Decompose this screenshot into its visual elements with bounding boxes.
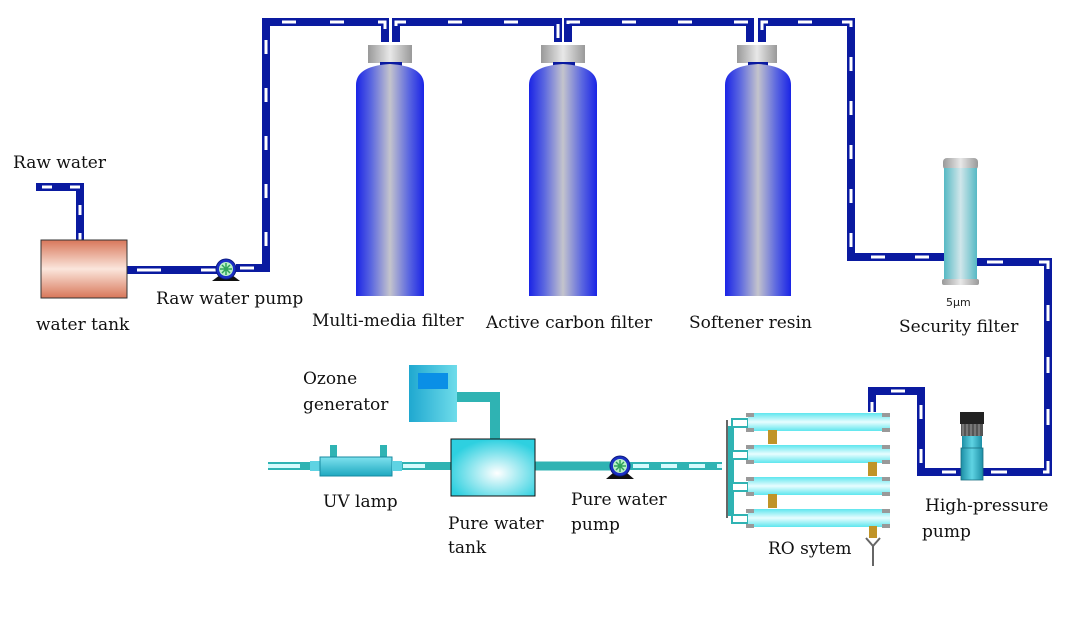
label-ro-system: RO sytem bbox=[768, 539, 852, 559]
ro-membrane-tubes bbox=[746, 413, 890, 528]
label-softener-resin: Softener resin bbox=[689, 313, 812, 333]
label-active-carbon-filter: Active carbon filter bbox=[486, 313, 653, 333]
pure-water-tank bbox=[450, 438, 536, 497]
label-pure-water-pump-line2: pump bbox=[571, 515, 620, 535]
ro-membrane-tube bbox=[748, 445, 890, 463]
ozone-generator-box bbox=[409, 365, 457, 422]
ro-membrane-tube bbox=[748, 509, 890, 527]
pipe-vessel1-to-vessel2 bbox=[392, 18, 562, 42]
ro-end-cap bbox=[746, 460, 754, 464]
ro-end-cap bbox=[882, 524, 890, 528]
ro-end-cap bbox=[882, 445, 890, 449]
high-pressure-pump-icon bbox=[960, 412, 984, 481]
ro-end-cap bbox=[746, 445, 754, 449]
label-uv-lamp: UV lamp bbox=[323, 492, 398, 512]
label-raw-water-pump: Raw water pump bbox=[156, 289, 304, 309]
security-filter-cartridge bbox=[942, 158, 979, 285]
ro-end-cap bbox=[746, 413, 754, 417]
ro-end-cap bbox=[746, 509, 754, 513]
ro-end-cap bbox=[746, 524, 754, 528]
pipe-hp-pump-to-ro bbox=[868, 387, 962, 476]
ro-end-cap bbox=[882, 509, 890, 513]
label-high-pressure-pump-line2: pump bbox=[922, 522, 971, 542]
label-raw-water: Raw water bbox=[13, 153, 106, 173]
active-carbon-filter-vessel bbox=[529, 45, 597, 296]
raw-water-pump-icon bbox=[212, 258, 240, 281]
label-pure-water-tank-line2: tank bbox=[448, 538, 487, 558]
pipe-security-to-hp-pump bbox=[977, 258, 1052, 476]
ro-end-cap bbox=[882, 460, 890, 464]
ro-membrane-tube bbox=[748, 413, 890, 431]
water-tank bbox=[40, 239, 128, 299]
pipe-raw-water-inlet bbox=[36, 183, 84, 240]
ro-system-rack bbox=[726, 413, 890, 566]
ro-end-cap bbox=[882, 492, 890, 496]
pipe-vessel2-to-vessel3 bbox=[564, 18, 754, 42]
label-high-pressure-pump-line1: High-pressure bbox=[925, 496, 1049, 516]
label-ozone-generator-line1: Ozone bbox=[303, 369, 358, 389]
ro-membrane-tube bbox=[748, 477, 890, 495]
ro-end-cap bbox=[746, 492, 754, 496]
ro-end-cap bbox=[746, 477, 754, 481]
ro-end-cap bbox=[882, 477, 890, 481]
ro-end-cap bbox=[746, 428, 754, 432]
label-ozone-generator-line2: generator bbox=[303, 395, 389, 415]
label-water-tank: water tank bbox=[36, 315, 130, 335]
multi-media-filter-vessel bbox=[356, 45, 424, 296]
label-security-filter: Security filter bbox=[899, 317, 1019, 337]
pipe-ozone-to-tank bbox=[456, 392, 500, 440]
ro-end-cap bbox=[882, 413, 890, 417]
label-pure-water-pump-line1: Pure water bbox=[571, 490, 667, 510]
pure-water-pump-icon bbox=[606, 455, 634, 479]
blue-pipe-network bbox=[36, 18, 1052, 476]
ro-end-cap bbox=[882, 428, 890, 432]
softener-resin-vessel bbox=[725, 45, 791, 296]
uv-lamp-unit bbox=[310, 445, 402, 477]
label-security-filter-rating: 5μm bbox=[946, 296, 971, 309]
label-pure-water-tank-line1: Pure water bbox=[448, 514, 544, 534]
label-multi-media-filter: Multi-media filter bbox=[312, 311, 464, 331]
